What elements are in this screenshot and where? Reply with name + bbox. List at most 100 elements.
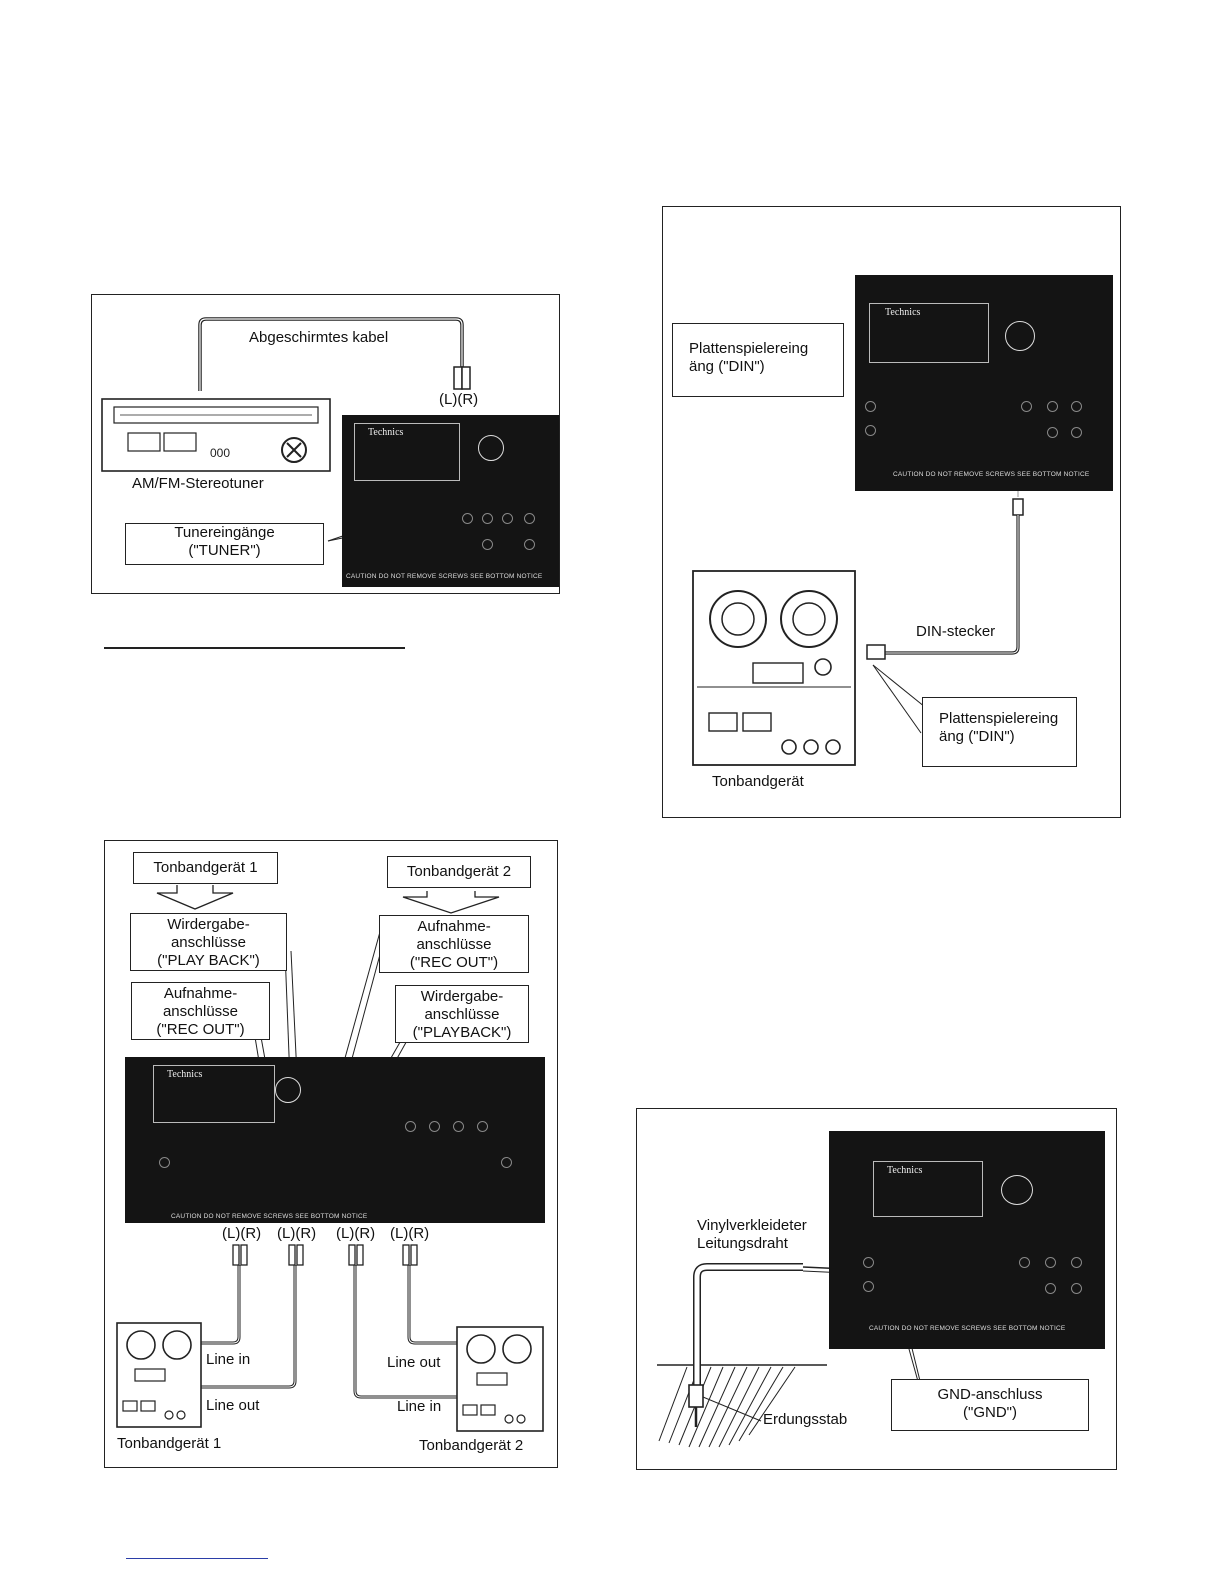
jack-icon bbox=[1071, 427, 1082, 438]
din-wiring-drawing bbox=[692, 326, 1024, 766]
selector-knob-icon bbox=[1005, 321, 1035, 351]
tuner-input-box: Tunereingänge ("TUNER") bbox=[125, 523, 324, 565]
tape-wiring-drawing bbox=[116, 885, 544, 1432]
caution-text: CAUTION DO NOT REMOVE SCREWS SEE BOTTOM … bbox=[869, 1325, 1066, 1332]
phono-input-box-top-line2: äng ("DIN") bbox=[689, 358, 765, 375]
cable-label: Abgeschirmtes kabel bbox=[249, 329, 389, 346]
lr-label-2: (L)(R) bbox=[277, 1225, 317, 1242]
amplifier-brand: Technics bbox=[167, 1069, 203, 1080]
playback2-line3: ("PLAYBACK") bbox=[412, 1024, 512, 1041]
phono-input-box-top-line1: Plattenspielereing bbox=[689, 340, 809, 357]
jack-icon bbox=[1047, 401, 1058, 412]
vinyl-wire-label: Vinylverkleideter Leitungsdraht bbox=[697, 1217, 807, 1253]
amplifier-rear-panel: Technics CAUTION DO NOT REMOVE SCREWS SE… bbox=[125, 1057, 545, 1223]
playback1-line1: Wirdergabe- bbox=[167, 916, 250, 933]
jack-icon bbox=[429, 1121, 440, 1132]
jack-icon bbox=[405, 1121, 416, 1132]
jack-icon bbox=[482, 539, 493, 550]
jack-icon bbox=[453, 1121, 464, 1132]
rec2-line1: Aufnahme- bbox=[417, 918, 491, 935]
jack-icon bbox=[865, 401, 876, 412]
amplifier-brand: Technics bbox=[885, 307, 921, 318]
jack-icon bbox=[524, 539, 535, 550]
jack-icon bbox=[865, 425, 876, 436]
rec2-line3: ("REC OUT") bbox=[409, 954, 499, 971]
deck1-line-in: Line in bbox=[206, 1351, 251, 1368]
rec1-line1: Aufnahme- bbox=[163, 985, 238, 1002]
deck2-line-in: Line in bbox=[397, 1398, 442, 1415]
playback1-line3: ("PLAY BACK") bbox=[157, 952, 260, 969]
ground-connection-panel: Technics CAUTION DO NOT REMOVE SCREWS SE… bbox=[636, 1108, 1117, 1470]
jack-icon bbox=[1021, 401, 1032, 412]
phono-input-box-bottom-line2: äng ("DIN") bbox=[939, 728, 1015, 745]
playback2-box: Wirdergabe- anschlüsse ("PLAYBACK") bbox=[395, 985, 529, 1043]
jack-icon bbox=[1045, 1283, 1056, 1294]
selector-knob-icon bbox=[478, 435, 504, 461]
amplifier-nameplate bbox=[873, 1161, 983, 1217]
jack-icon bbox=[501, 1157, 512, 1168]
playback2-line2: anschlüsse bbox=[424, 1006, 500, 1023]
phono-input-box-bottom: Plattenspielereing äng ("DIN") bbox=[922, 697, 1077, 767]
selector-knob-icon bbox=[1001, 1175, 1033, 1205]
selector-knob-icon bbox=[275, 1077, 301, 1103]
phono-input-box-bottom-line1: Plattenspielereing bbox=[939, 710, 1059, 727]
lr-label-3: (L)(R) bbox=[336, 1225, 376, 1242]
rec1-line3: ("REC OUT") bbox=[156, 1021, 245, 1038]
amplifier-rear-panel: Technics CAUTION DO NOT REMOVE SCREWS SE… bbox=[829, 1131, 1105, 1349]
din-plug-label: DIN-stecker bbox=[916, 623, 996, 640]
amplifier-nameplate bbox=[153, 1065, 275, 1123]
ground-wiring-drawing bbox=[657, 1263, 922, 1448]
tuner-input-box-line1: Tunereingänge bbox=[174, 524, 275, 541]
jack-icon bbox=[1047, 427, 1058, 438]
amplifier-brand: Technics bbox=[887, 1165, 923, 1176]
din-connection-panel: Technics CAUTION DO NOT REMOVE SCREWS SE… bbox=[662, 206, 1121, 818]
deck1-line-out: Line out bbox=[206, 1397, 260, 1414]
jack-icon bbox=[482, 513, 493, 524]
jack-icon bbox=[159, 1157, 170, 1168]
jack-icon bbox=[502, 513, 513, 524]
ground-rod-label: Erdungsstab bbox=[763, 1411, 848, 1428]
vinyl-wire-label-line1: Vinylverkleideter bbox=[697, 1217, 807, 1234]
tape-connection-panel: Tonbandgerät 1 Tonbandgerät 2 Wirdergabe… bbox=[104, 840, 558, 1468]
rec2-line2: anschlüsse bbox=[416, 936, 492, 953]
amplifier-nameplate bbox=[354, 423, 460, 481]
jack-icon bbox=[863, 1257, 874, 1268]
gnd-box-line2: ("GND") bbox=[963, 1404, 1017, 1421]
svg-text:000: 000 bbox=[210, 446, 230, 460]
jack-icon bbox=[462, 513, 473, 524]
tape-deck-label: Tonbandgerät bbox=[712, 773, 804, 790]
jack-icon bbox=[863, 1281, 874, 1292]
deck2-header-box: Tonbandgerät 2 bbox=[387, 856, 531, 888]
deck1-header-box: Tonbandgerät 1 bbox=[133, 852, 278, 884]
rec2-box: Aufnahme- anschlüsse ("REC OUT") bbox=[379, 915, 529, 973]
amplifier-rear-panel: Technics CAUTION DO NOT REMOVE SCREWS SE… bbox=[855, 275, 1113, 491]
amplifier-rear-panel: Technics CAUTION DO NOT REMOVE SCREWS SE… bbox=[342, 415, 559, 587]
amplifier-nameplate bbox=[869, 303, 989, 363]
jack-icon bbox=[1019, 1257, 1030, 1268]
lr-label-4: (L)(R) bbox=[390, 1225, 430, 1242]
jack-icon bbox=[477, 1121, 488, 1132]
jack-icon bbox=[1045, 1257, 1056, 1268]
rec1-line2: anschlüsse bbox=[162, 1003, 239, 1020]
lr-label: (L)(R) bbox=[439, 391, 479, 408]
vinyl-wire-label-line2: Leitungsdraht bbox=[697, 1235, 788, 1252]
gnd-terminal-box: GND-anschluss ("GND") bbox=[891, 1379, 1089, 1431]
caution-text: CAUTION DO NOT REMOVE SCREWS SEE BOTTOM … bbox=[346, 573, 543, 580]
footer-rule bbox=[126, 1558, 268, 1559]
playback1-box: Wirdergabe- anschlüsse ("PLAY BACK") bbox=[130, 913, 287, 971]
caution-text: CAUTION DO NOT REMOVE SCREWS SEE BOTTOM … bbox=[893, 471, 1090, 478]
tuner-connection-panel: 000 Abgeschirmtes kabel (L)(R) AM/FM-Ste… bbox=[91, 294, 560, 594]
deck2-line-out: Line out bbox=[387, 1354, 441, 1371]
jack-icon bbox=[1071, 401, 1082, 412]
playback1-line2: anschlüsse bbox=[170, 934, 247, 951]
tuner-input-box-line2: ("TUNER") bbox=[188, 542, 261, 559]
jack-icon bbox=[1071, 1283, 1082, 1294]
caution-text: CAUTION DO NOT REMOVE SCREWS SEE BOTTOM … bbox=[171, 1213, 368, 1220]
jack-icon bbox=[524, 513, 535, 524]
tuner-label: AM/FM-Stereotuner bbox=[132, 475, 264, 492]
jack-icon bbox=[1071, 1257, 1082, 1268]
tuner-wiring-drawing: 000 bbox=[101, 317, 471, 549]
amplifier-brand: Technics bbox=[368, 427, 404, 438]
section-divider bbox=[104, 647, 405, 649]
deck1-caption: Tonbandgerät 1 bbox=[117, 1435, 222, 1452]
